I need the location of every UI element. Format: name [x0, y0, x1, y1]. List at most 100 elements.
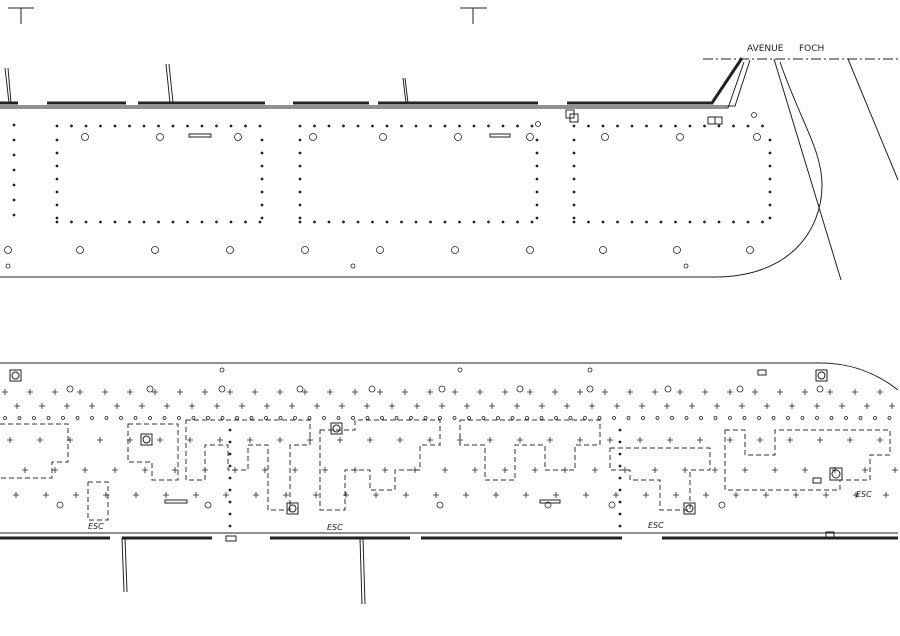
column-ring — [601, 133, 609, 141]
column-cross — [22, 467, 28, 473]
column-cross — [892, 467, 898, 473]
column-ring — [301, 246, 309, 254]
column-cross — [414, 403, 420, 409]
column-cross — [457, 437, 463, 443]
column-dot — [732, 220, 735, 224]
column-dot — [229, 220, 233, 224]
column-cross — [532, 467, 538, 473]
column-dot — [768, 203, 772, 207]
column-dot — [55, 220, 59, 224]
column-dot — [84, 124, 88, 128]
column-cross — [322, 467, 328, 473]
column-dot — [142, 124, 146, 128]
column-dot — [587, 124, 590, 128]
column-ring — [264, 416, 268, 420]
column-cross — [523, 492, 529, 498]
column-cross — [637, 437, 643, 443]
column-cross — [397, 437, 403, 443]
column-cross — [702, 389, 708, 395]
column-dot — [746, 220, 750, 224]
column-cross — [802, 389, 808, 395]
column-dot — [113, 220, 117, 224]
column-ring — [510, 416, 515, 420]
column-cross — [577, 389, 583, 395]
upper-column-dots — [4, 112, 772, 269]
column-cross — [539, 403, 545, 409]
lower-platform: ESC ESC ESC ESC — [0, 362, 899, 605]
column-dot — [535, 177, 539, 181]
column-dot — [171, 124, 175, 128]
column-ring — [191, 416, 196, 420]
column-cross — [442, 467, 448, 473]
column-dot — [618, 488, 622, 492]
column-cross — [67, 437, 73, 443]
column-ring — [119, 416, 123, 420]
column-cross — [614, 403, 620, 409]
column-dot — [535, 190, 539, 194]
column-dot — [458, 124, 461, 128]
column-dot — [228, 440, 232, 444]
column-ring — [296, 385, 304, 393]
column-dot — [385, 220, 389, 224]
column-dot — [674, 220, 677, 224]
column-dot — [616, 124, 619, 128]
column-ring — [133, 416, 138, 420]
street-label-foch: FOCH — [799, 44, 824, 54]
column-cross — [613, 492, 619, 498]
column-dot — [587, 220, 590, 224]
column-ring — [728, 416, 732, 420]
column-dot — [113, 124, 117, 128]
column-ring — [365, 416, 370, 420]
column-dot — [371, 124, 374, 128]
column-dot — [228, 428, 232, 432]
column-ring — [451, 246, 459, 254]
column-dot — [674, 124, 677, 128]
column-ring — [786, 416, 790, 420]
column-dot — [501, 220, 505, 224]
column-cross — [214, 403, 220, 409]
column-ring — [526, 133, 534, 141]
column-ring — [219, 367, 225, 373]
column-cross — [142, 467, 148, 473]
column-dot — [530, 220, 534, 224]
column-dot — [400, 220, 403, 224]
column-dot — [472, 220, 476, 224]
column-dot — [260, 177, 264, 181]
column-cross — [472, 467, 478, 473]
column-ring — [235, 416, 239, 420]
column-dot — [618, 440, 622, 444]
column-dot — [385, 124, 389, 128]
column-dot — [55, 138, 59, 142]
column-cross — [607, 437, 613, 443]
column-cross — [464, 403, 470, 409]
column-cross — [313, 492, 319, 498]
column-dot — [298, 216, 302, 220]
column-ring — [409, 416, 413, 420]
column-cross — [652, 389, 658, 395]
column-ring — [676, 133, 684, 141]
column-dot — [487, 220, 490, 224]
column-dot — [298, 177, 302, 181]
column-ring — [742, 416, 747, 420]
column-cross — [583, 492, 589, 498]
column-dot — [70, 220, 73, 224]
column-ring — [452, 416, 457, 420]
column-ring — [293, 416, 297, 420]
column-dot — [327, 220, 331, 224]
column-cross — [877, 389, 883, 395]
column-cross — [73, 492, 79, 498]
column-cross — [514, 403, 520, 409]
column-dot — [732, 124, 735, 128]
column-dot — [516, 220, 519, 224]
column-cross — [739, 403, 745, 409]
column-ring — [46, 416, 51, 420]
column-cross — [412, 467, 418, 473]
column-cross — [832, 467, 838, 473]
column-cross — [382, 467, 388, 473]
column-cross — [343, 492, 349, 498]
column-ring — [148, 416, 152, 420]
column-dot — [768, 138, 772, 142]
column-ring — [626, 416, 631, 420]
column-dot — [342, 220, 345, 224]
column-cross — [152, 389, 158, 395]
